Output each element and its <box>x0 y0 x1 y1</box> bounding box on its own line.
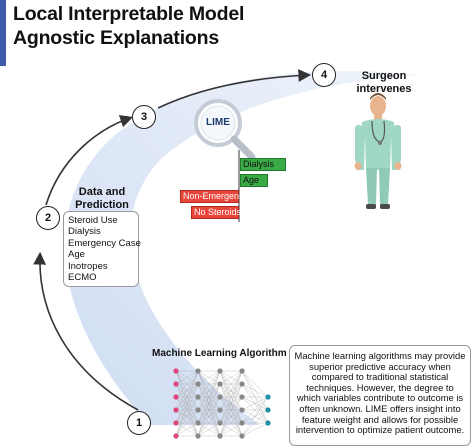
feature-dialysis: Dialysis <box>68 226 101 238</box>
nn-node <box>195 368 201 374</box>
feature-steroid-use: Steroid Use <box>68 215 118 226</box>
nn-edge <box>197 370 221 437</box>
nn-edge <box>241 396 269 437</box>
nn-node <box>217 394 223 400</box>
nn-edge <box>197 422 221 437</box>
nn-edge <box>219 370 243 398</box>
nn-node <box>239 368 245 374</box>
nn-node <box>173 368 179 374</box>
nn-edge <box>241 383 269 398</box>
ml-description-box: Machine learning algorithms may provide … <box>289 345 471 446</box>
nn-edge <box>175 409 199 437</box>
nn-edge <box>219 422 243 437</box>
nn-edge <box>175 370 199 424</box>
nn-node <box>217 368 223 374</box>
nn-node <box>265 407 271 413</box>
step-3-circle: 3 <box>132 105 156 129</box>
nn-node <box>217 381 223 387</box>
feature-inotropes: Inotropes <box>68 260 108 272</box>
nn-edge <box>241 370 269 398</box>
nn-node <box>217 407 223 413</box>
nn-node <box>173 381 179 387</box>
nn-node <box>195 433 201 439</box>
title-line-2: Agnostic Explanations <box>13 27 219 49</box>
nn-node <box>217 433 223 439</box>
lime-bar-age: Age <box>240 174 268 187</box>
nn-edge <box>219 370 243 385</box>
nn-edge <box>219 396 243 437</box>
nn-edge <box>175 370 199 437</box>
nn-node <box>217 420 223 426</box>
nn-node <box>239 420 245 426</box>
nn-edge <box>175 383 199 437</box>
nn-edge <box>197 370 221 398</box>
nn-edge <box>175 422 199 437</box>
data-prediction-line-2: Prediction <box>75 199 129 211</box>
step-2-circle: 2 <box>36 206 60 230</box>
lime-bar-non-emergency: Non-Emergency <box>180 190 248 203</box>
nn-edge <box>241 422 269 437</box>
surgeon-label-line-1: Surgeon <box>361 70 407 82</box>
surgeon-label: Surgeon intervenes <box>344 70 424 96</box>
data-prediction-label: Data and Prediction <box>72 186 132 212</box>
step-4-circle: 4 <box>312 63 336 87</box>
nn-edge <box>197 396 221 437</box>
nn-node <box>173 433 179 439</box>
step-1-circle: 1 <box>127 411 151 435</box>
nn-edge <box>219 370 243 437</box>
arrow-1-to-2 <box>33 251 139 411</box>
feature-emergency-case: Emergency Case <box>68 237 141 249</box>
nn-node <box>239 394 245 400</box>
lime-label: LIME <box>206 117 230 128</box>
nn-edge <box>241 396 269 411</box>
ml-algorithm-label: Machine Learning Algorithm <box>152 348 287 359</box>
nn-edge <box>175 370 199 385</box>
data-features-box: Steroid Use Dialysis Emergency Case Age … <box>63 211 141 287</box>
nn-node <box>195 394 201 400</box>
nn-node <box>195 407 201 413</box>
surgeon-label-line-2: intervenes <box>356 83 412 95</box>
nn-edge <box>241 409 269 437</box>
arrow-3-to-4 <box>157 69 312 109</box>
arrow-2-to-3 <box>45 115 134 206</box>
nn-node <box>239 433 245 439</box>
neural-network-nodes <box>173 368 271 439</box>
nn-edge <box>219 409 243 437</box>
nn-edge <box>197 383 221 437</box>
lime-bar-dialysis: Dialysis <box>240 158 286 171</box>
magnifier-icon <box>194 99 256 161</box>
nn-edge <box>175 396 199 437</box>
nn-node <box>173 407 179 413</box>
lime-bar-no-steroids: No Steroids <box>191 206 241 219</box>
nn-node <box>239 381 245 387</box>
ml-description-text: Machine learning algorithms may provide … <box>294 350 466 436</box>
nn-node <box>173 394 179 400</box>
title-line-1: Local Interpretable Model <box>13 3 245 25</box>
nn-node <box>265 420 271 426</box>
nn-edge <box>175 370 199 398</box>
surgeon-icon <box>354 93 402 209</box>
feature-age: Age <box>68 249 85 261</box>
page-title: Local Interpretable Model Agnostic Expla… <box>13 2 244 50</box>
nn-node <box>195 420 201 426</box>
background-swoosh <box>64 70 420 426</box>
nn-edge <box>197 409 221 437</box>
nn-node <box>265 394 271 400</box>
feature-ecmo: ECMO <box>68 272 97 284</box>
nn-node <box>173 420 179 426</box>
nn-node <box>239 407 245 413</box>
nn-edge <box>197 370 221 385</box>
nn-edge <box>219 370 243 411</box>
nn-edge <box>175 370 199 411</box>
data-prediction-line-1: Data and <box>78 186 126 198</box>
nn-node <box>195 381 201 387</box>
title-accent-bar <box>0 0 6 66</box>
nn-edge <box>219 383 243 437</box>
nn-edge <box>241 396 269 424</box>
nn-edge <box>197 370 221 424</box>
nn-edge <box>197 370 221 411</box>
nn-edge <box>219 370 243 424</box>
neural-network-icon <box>175 370 269 437</box>
